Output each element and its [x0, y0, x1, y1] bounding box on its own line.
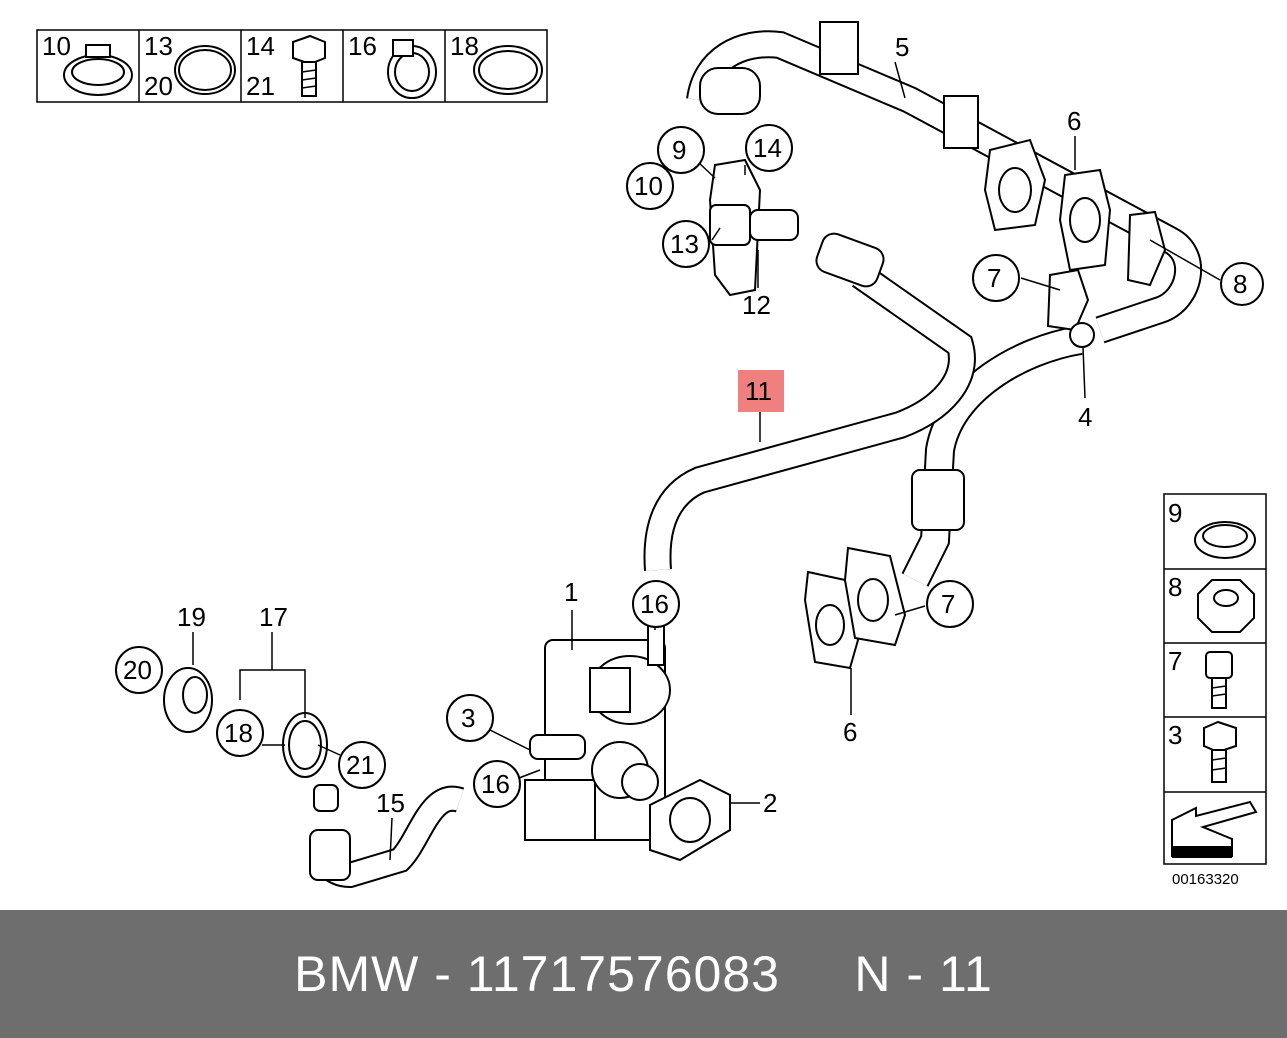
parts-diagram: 10 13 20 14 21 16 18 — [36, 21, 1267, 889]
egr-valve-1 — [524, 624, 671, 841]
solenoid-valve-12 — [708, 158, 799, 297]
callout-6-bottom: 6 — [843, 717, 857, 747]
seal-ring-icon — [473, 45, 543, 95]
hose-clamp-icon — [387, 39, 437, 99]
gasket-2 — [649, 778, 731, 862]
gasket-top-2 — [1058, 168, 1112, 272]
callout-18: 18 — [224, 718, 253, 748]
legend-label-13: 13 — [144, 31, 173, 61]
bolt-icon — [292, 34, 326, 97]
callout-10: 10 — [634, 171, 663, 201]
callout-8: 8 — [1233, 269, 1247, 299]
legend-right-table: 9 8 7 3 00163320 — [1163, 493, 1267, 888]
diagram-code: 00163320 — [1172, 871, 1239, 888]
legend-label-18: 18 — [450, 31, 479, 61]
seal-ring-18 — [282, 712, 328, 778]
callout-4: 4 — [1078, 402, 1092, 432]
pipe-flange-8 — [1126, 210, 1167, 287]
callout-9: 9 — [672, 135, 686, 165]
flange-bolt-icon — [1203, 720, 1237, 783]
callout-11: 11 — [745, 376, 772, 406]
legend-right-label-8: 8 — [1168, 572, 1182, 602]
legend-label-21: 21 — [246, 71, 275, 101]
callout-3: 3 — [461, 703, 475, 733]
callout-5: 5 — [895, 32, 909, 62]
socket-bolt-icon — [1205, 651, 1233, 709]
part-number-caption: BMW - 11717576083 N - 11 — [294, 946, 993, 1002]
legend-label-16: 16 — [348, 31, 377, 61]
gasket-top-1 — [983, 138, 1047, 232]
exhaust-pipe-lower — [901, 268, 1095, 587]
coolant-hose-15 — [309, 784, 465, 889]
leader-lines — [192, 61, 1221, 861]
legend-label-14: 14 — [246, 31, 275, 61]
plug-nut-19 — [163, 667, 213, 733]
footer-bar: BMW - 11717576083 N - 11 — [0, 910, 1287, 1038]
callout-12: 12 — [742, 290, 771, 320]
legend-label-10: 10 — [42, 31, 71, 61]
callout-16-bottom: 16 — [481, 769, 510, 799]
o-ring-icon — [174, 45, 236, 95]
callout-19: 19 — [177, 602, 206, 632]
callout-11-highlight — [738, 370, 784, 412]
hex-nut-icon — [1197, 579, 1255, 633]
legend-right-label-3: 3 — [1168, 720, 1182, 750]
callouts: 5 6 8 7 4 14 9 10 13 12 11 16 1 3 16 2 7… — [115, 32, 1264, 818]
callout-7-bottom: 7 — [941, 589, 955, 619]
callout-16-top: 16 — [640, 589, 669, 619]
legend-right-label-7: 7 — [1168, 646, 1182, 676]
callout-20: 20 — [123, 655, 152, 685]
exhaust-pipe-upper — [686, 21, 1202, 344]
callout-2: 2 — [763, 788, 777, 818]
vacuum-hose-11 — [643, 232, 976, 572]
callout-21: 21 — [346, 750, 375, 780]
direction-arrow-icon — [1171, 800, 1258, 858]
legend-label-20: 20 — [144, 71, 173, 101]
callout-1: 1 — [564, 577, 578, 607]
callout-7-top: 7 — [987, 263, 1001, 293]
callout-17: 17 — [259, 602, 288, 632]
callout-6-top: 6 — [1067, 106, 1081, 136]
clamp-ring-icon — [63, 44, 133, 96]
washer-ring-icon — [1194, 521, 1256, 559]
callout-14: 14 — [753, 133, 782, 163]
gasket-lower-2 — [843, 546, 907, 647]
legend-top-table: 10 13 20 14 21 16 18 — [36, 29, 548, 103]
legend-right-label-9: 9 — [1168, 498, 1182, 528]
callout-15: 15 — [376, 788, 405, 818]
callout-13: 13 — [670, 229, 699, 259]
